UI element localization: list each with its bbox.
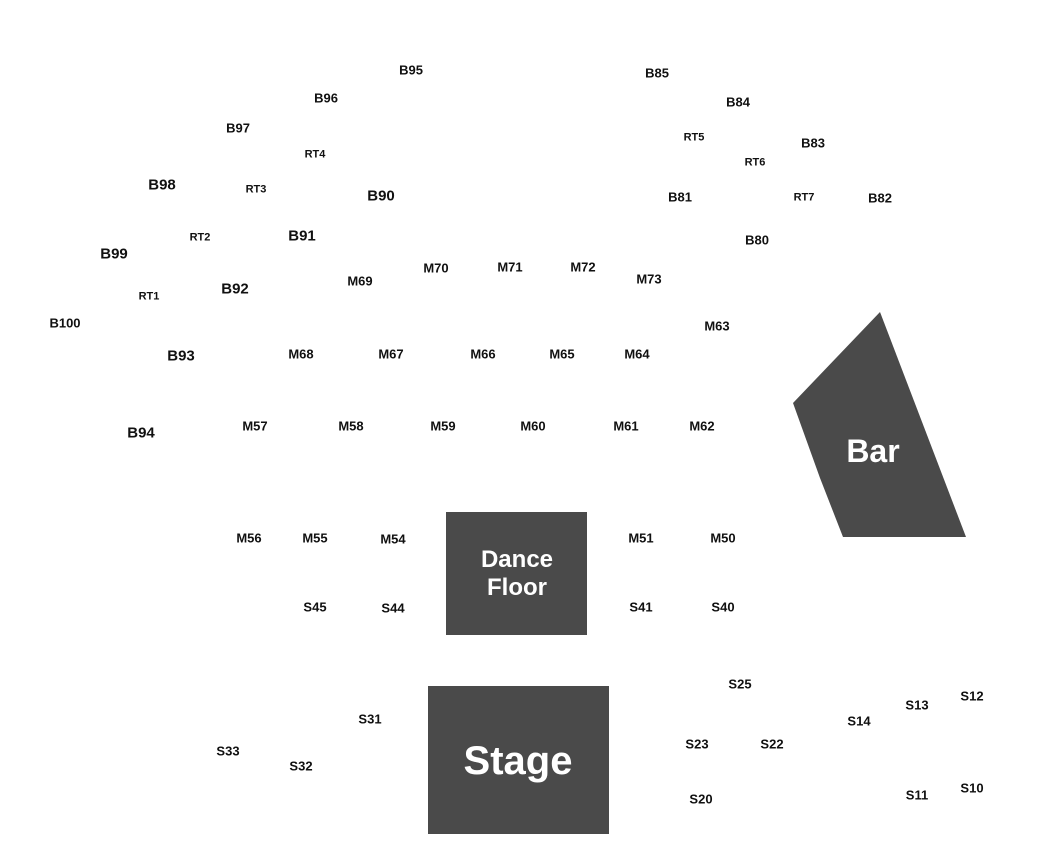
section-s20[interactable]: S20: [689, 791, 713, 807]
section-s10[interactable]: S10: [960, 780, 984, 796]
section-s25[interactable]: S25: [728, 676, 752, 692]
section-m68[interactable]: M68: [288, 346, 314, 362]
section-s23[interactable]: S23: [685, 736, 709, 752]
section-b96[interactable]: B96: [314, 90, 338, 106]
section-b94[interactable]: B94: [127, 424, 155, 442]
section-b99[interactable]: B99: [100, 245, 128, 263]
section-rt3[interactable]: RT3: [245, 183, 267, 196]
section-m65[interactable]: M65: [549, 346, 575, 362]
section-rt7[interactable]: RT7: [793, 191, 815, 204]
section-b92[interactable]: B92: [221, 280, 249, 298]
section-rt2[interactable]: RT2: [189, 231, 211, 244]
section-s33[interactable]: S33: [216, 743, 240, 759]
section-s22[interactable]: S22: [760, 736, 784, 752]
section-b97[interactable]: B97: [226, 120, 250, 136]
section-m60[interactable]: M60: [520, 418, 546, 434]
section-m56[interactable]: M56: [236, 530, 262, 546]
section-m57[interactable]: M57: [242, 418, 268, 434]
section-s44[interactable]: S44: [381, 600, 405, 616]
section-s40[interactable]: S40: [711, 599, 735, 615]
section-m55[interactable]: M55: [302, 530, 328, 546]
section-b98[interactable]: B98: [148, 176, 176, 194]
section-b82[interactable]: B82: [868, 190, 892, 206]
section-m66[interactable]: M66: [470, 346, 496, 362]
section-b90[interactable]: B90: [367, 187, 395, 205]
section-m67[interactable]: M67: [378, 346, 404, 362]
section-s12[interactable]: S12: [960, 688, 984, 704]
bar-area[interactable]: [793, 312, 966, 537]
section-m64[interactable]: M64: [624, 346, 650, 362]
section-m61[interactable]: M61: [613, 418, 639, 434]
section-m50[interactable]: M50: [710, 530, 736, 546]
section-b80[interactable]: B80: [745, 232, 769, 248]
section-m72[interactable]: M72: [570, 259, 596, 275]
section-s32[interactable]: S32: [289, 758, 313, 774]
section-s13[interactable]: S13: [905, 697, 929, 713]
section-m70[interactable]: M70: [423, 260, 449, 276]
section-m73[interactable]: M73: [636, 271, 662, 287]
section-rt4[interactable]: RT4: [304, 148, 326, 161]
section-b81[interactable]: B81: [668, 189, 692, 205]
section-m51[interactable]: M51: [628, 530, 654, 546]
section-b93[interactable]: B93: [167, 347, 195, 365]
section-b91[interactable]: B91: [288, 227, 316, 245]
section-s41[interactable]: S41: [629, 599, 653, 615]
section-rt5[interactable]: RT5: [683, 131, 705, 144]
section-rt1[interactable]: RT1: [138, 290, 160, 303]
section-m63[interactable]: M63: [704, 318, 730, 334]
section-s14[interactable]: S14: [847, 713, 871, 729]
section-m59[interactable]: M59: [430, 418, 456, 434]
section-s45[interactable]: S45: [303, 599, 327, 615]
section-s31[interactable]: S31: [358, 711, 382, 727]
dance-floor-area[interactable]: [446, 512, 587, 635]
section-b95[interactable]: B95: [399, 62, 423, 78]
section-b85[interactable]: B85: [645, 65, 669, 81]
section-b83[interactable]: B83: [801, 135, 825, 151]
section-m69[interactable]: M69: [347, 273, 373, 289]
section-m62[interactable]: M62: [689, 418, 715, 434]
section-m71[interactable]: M71: [497, 259, 523, 275]
stage-area[interactable]: [428, 686, 609, 834]
section-b100[interactable]: B100: [49, 315, 81, 331]
section-rt6[interactable]: RT6: [744, 156, 766, 169]
section-b84[interactable]: B84: [726, 94, 750, 110]
section-m54[interactable]: M54: [380, 531, 406, 547]
section-m58[interactable]: M58: [338, 418, 364, 434]
section-s11[interactable]: S11: [905, 787, 929, 803]
